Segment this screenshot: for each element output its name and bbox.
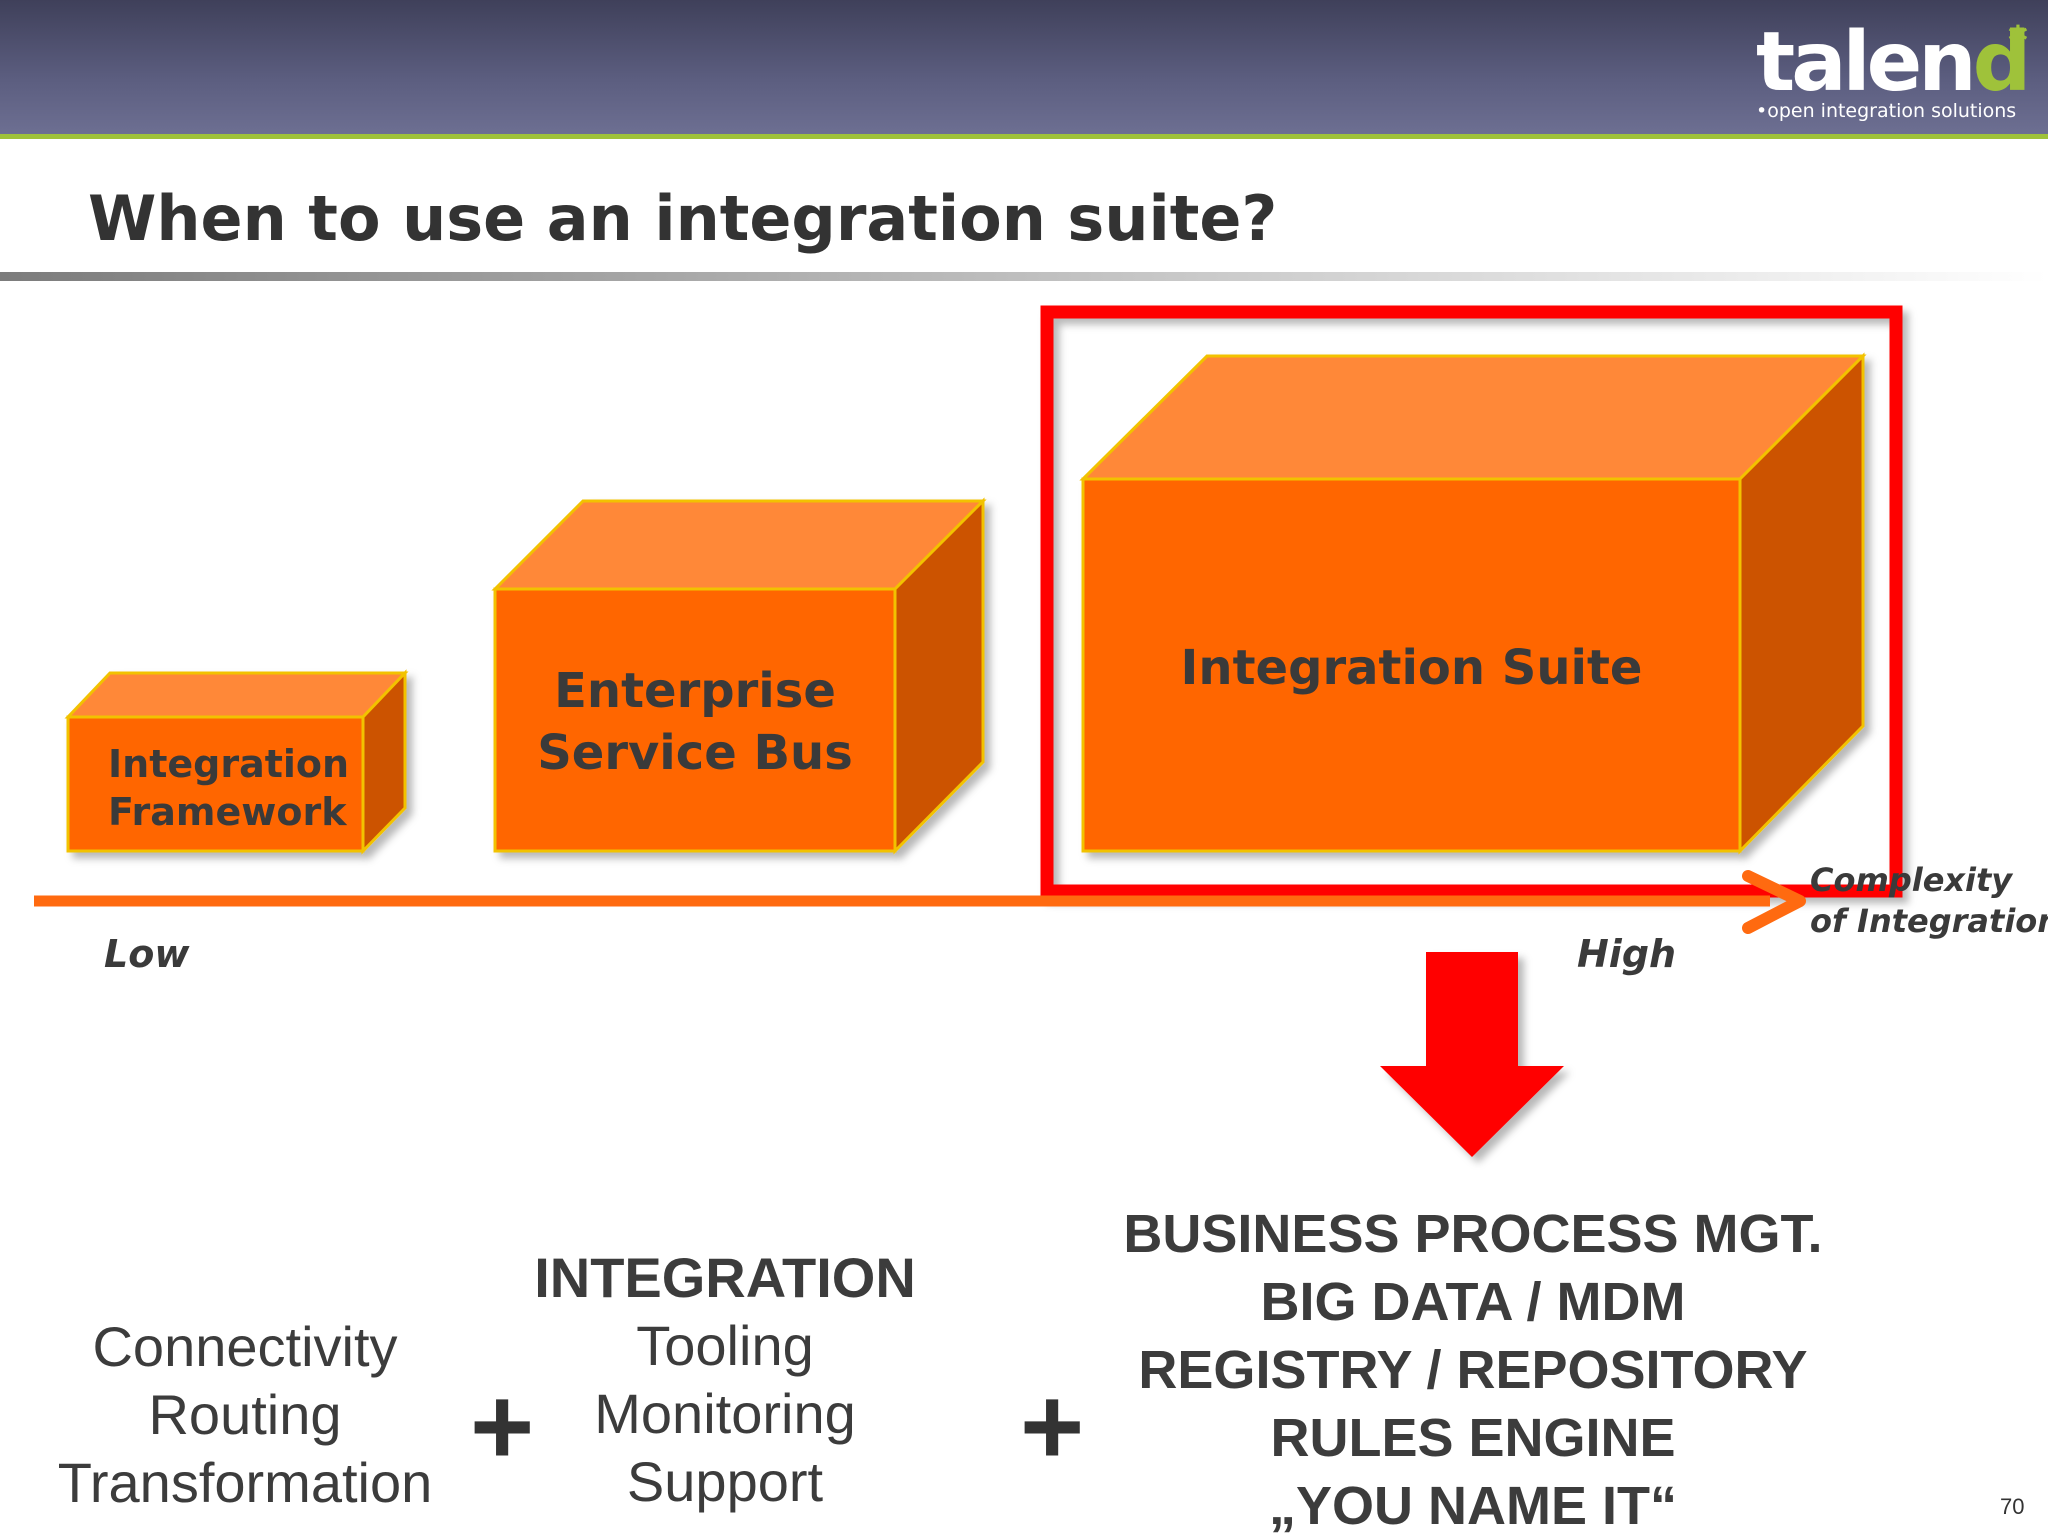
capabilities-left-column: Connectivity Routing Transformation [30,1313,460,1517]
title-rule [0,272,2048,281]
complexity-axis [34,870,1806,934]
plus-sign: + [1020,1365,1085,1488]
capability-item: Tooling [636,1314,814,1377]
capability-item: Monitoring [594,1382,856,1445]
logo-wordmark: talend [1756,15,2031,110]
capability-item: Transformation [57,1451,433,1514]
integration-framework-box [64,669,409,855]
page-number: 70 [2000,1494,2025,1519]
axis-low-label: Low [104,932,190,976]
logo-star: * [2008,18,2028,62]
plus-sign: + [470,1365,535,1488]
logo-tagline: •open integration solutions [1756,100,2017,122]
enterprise-service-bus-box [491,497,987,855]
capability-item: „YOU NAME IT“ [1268,1476,1677,1536]
capability-item: Connectivity [92,1315,398,1378]
header-band [0,0,2048,134]
capability-item: BIG DATA / MDM [1260,1272,1686,1332]
capability-item: Support [626,1450,824,1513]
header-accent-line [0,134,2048,139]
integration-framework-label: Integration Framework [108,742,350,834]
slide-title: When to use an integration suite? [88,182,1278,255]
talend-logo: talend * •open integration solutions [1756,18,2036,128]
capability-item: RULES ENGINE [1270,1408,1676,1468]
axis-title-line2: of Integration [1810,902,2048,940]
axis-title: Complexity [1810,861,2013,899]
integration-heading: INTEGRATION [534,1246,916,1309]
integration-suite-label: Integration Suite [1180,640,1643,696]
axis-high-label: High [1577,932,1677,976]
down-arrow [1380,952,1564,1157]
integration-suite-box [1079,352,1867,855]
highlight-frame [1040,305,1903,898]
capability-item: BUSINESS PROCESS MGT. [1123,1204,1823,1264]
capabilities-middle-column: INTEGRATION Tooling Monitoring Support [500,1244,950,1516]
capability-item: Routing [148,1383,342,1446]
capabilities-right-column: BUSINESS PROCESS MGT. BIG DATA / MDM REG… [1073,1200,1873,1540]
capability-item: REGISTRY / REPOSITORY [1138,1340,1808,1400]
enterprise-service-bus-label: Enterprise Service Bus [537,663,853,781]
